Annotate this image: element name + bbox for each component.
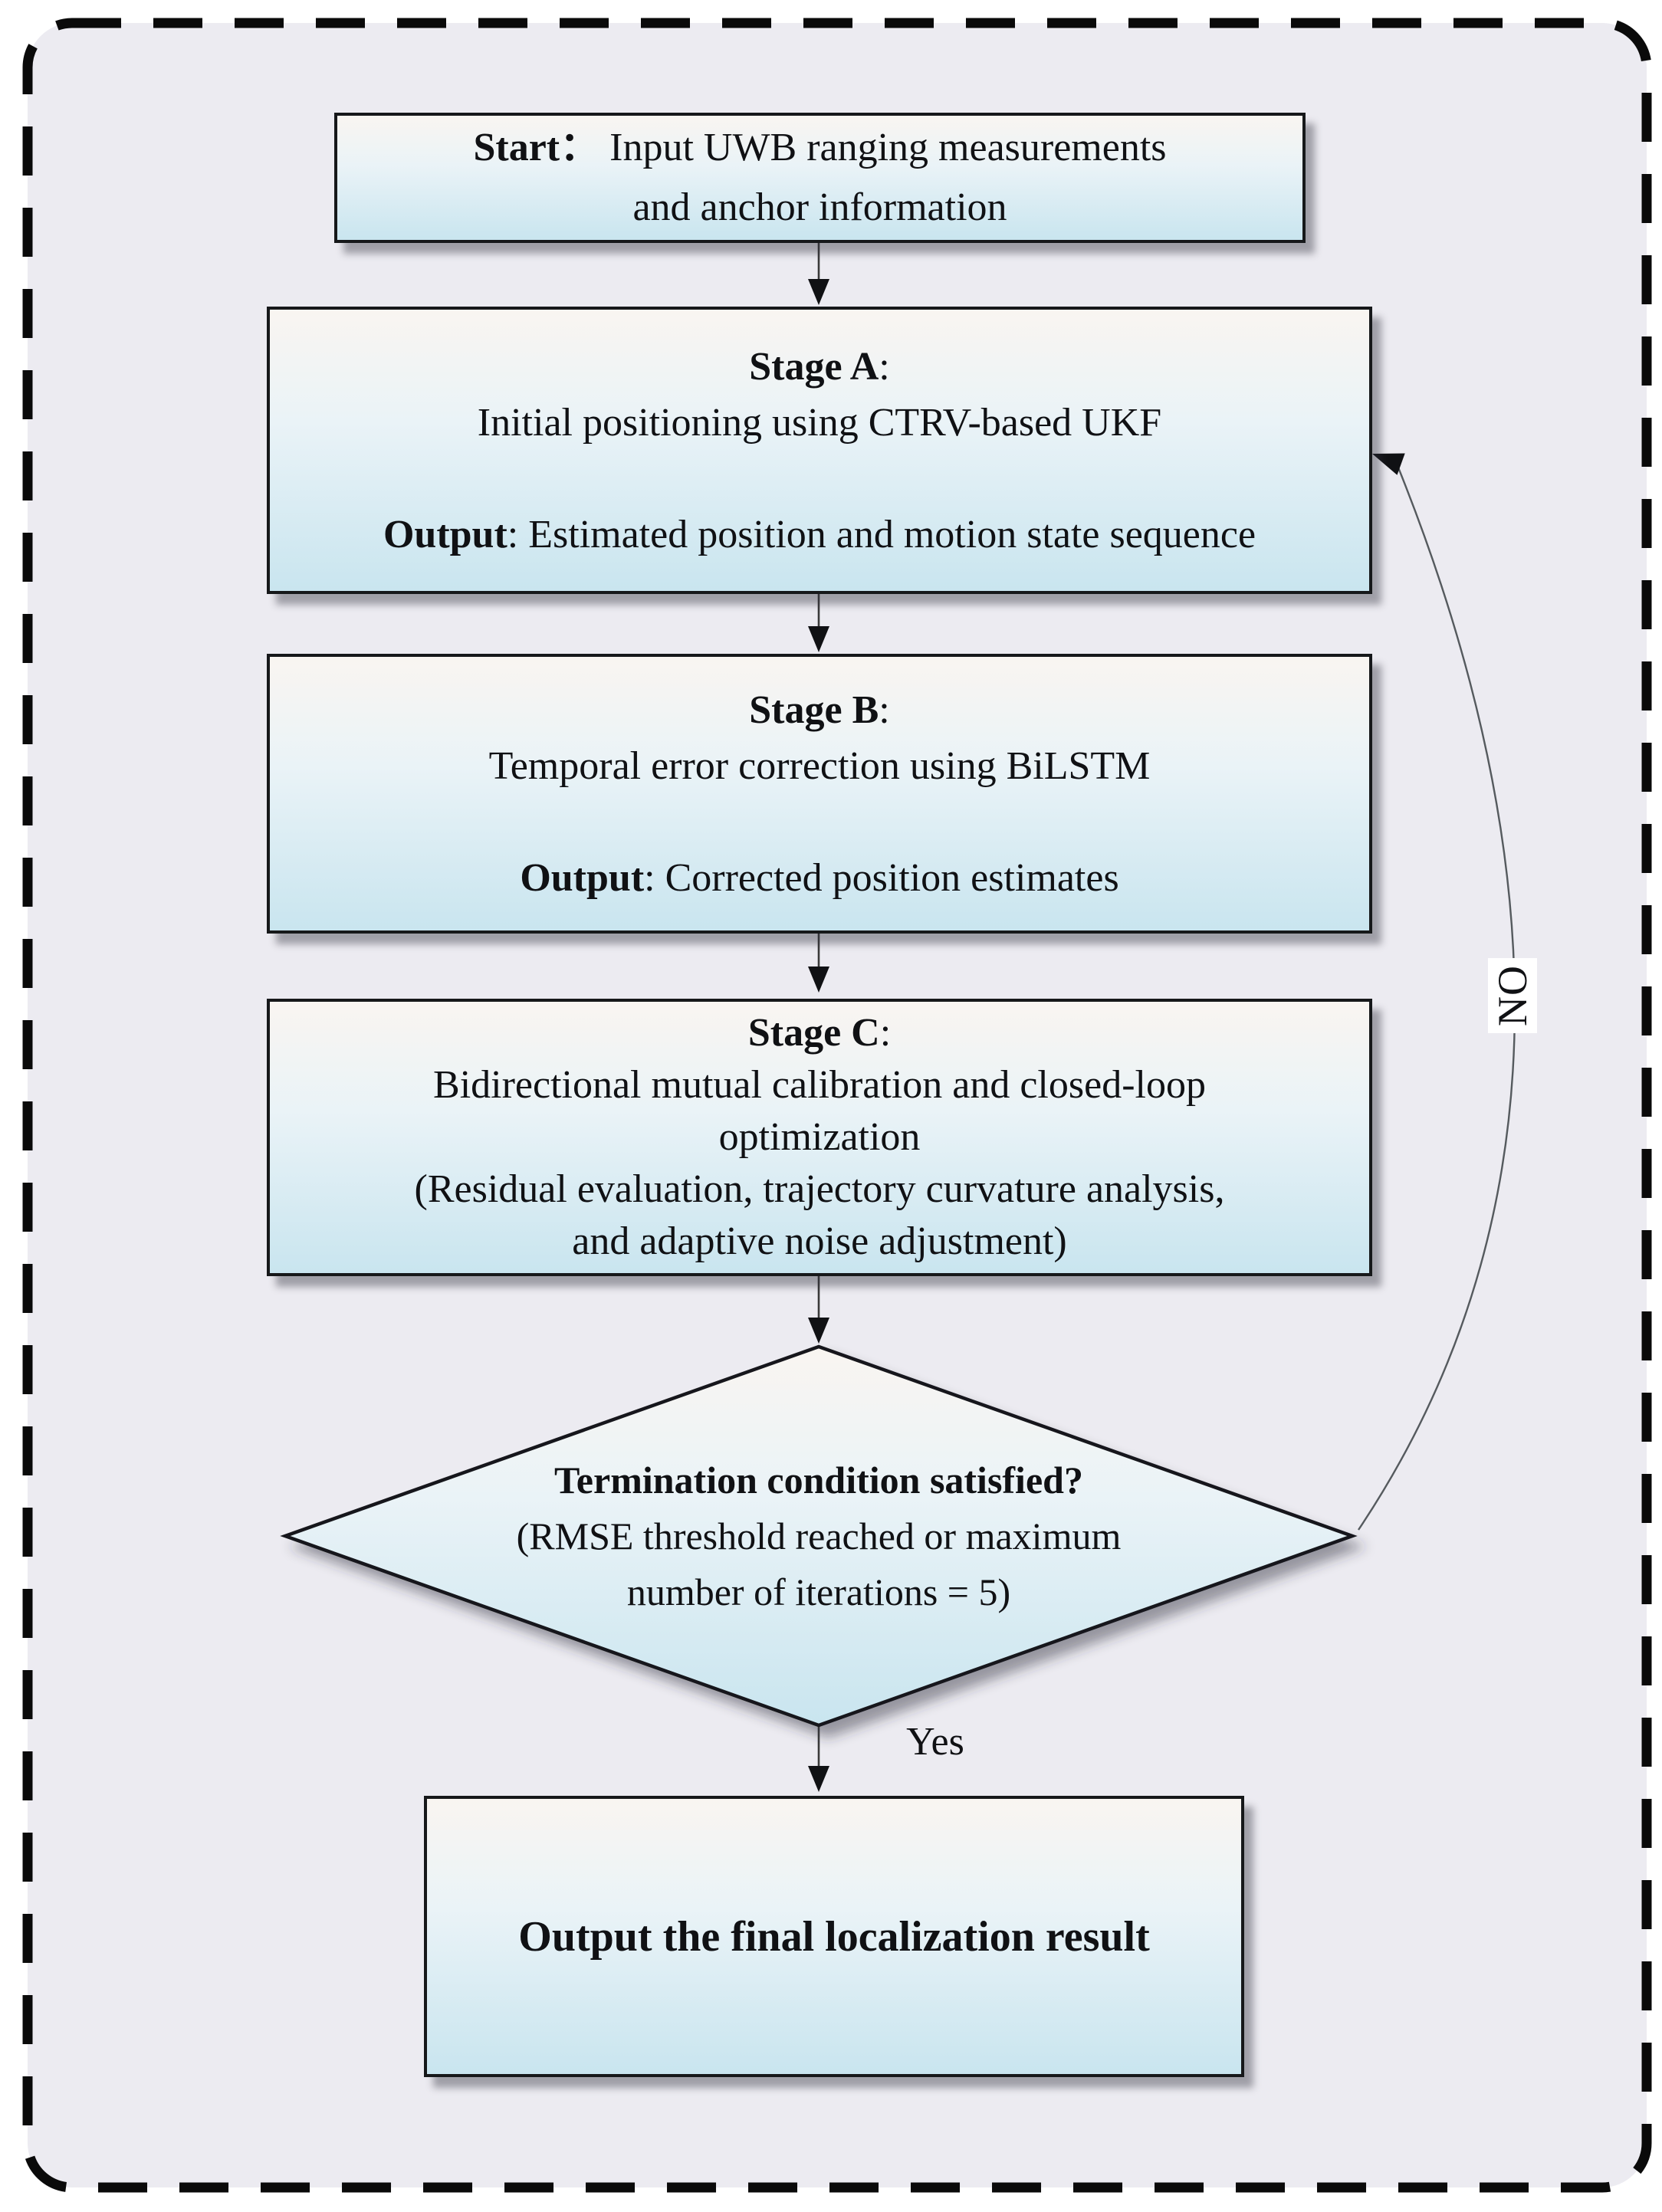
no-feedback-arrowhead-icon bbox=[1372, 453, 1405, 475]
stage-b-node: Stage B: Temporal error correction using… bbox=[267, 654, 1372, 934]
stage-a-desc: Initial positioning using CTRV-based UKF bbox=[477, 400, 1162, 445]
arrowhead-a-to-b-icon bbox=[808, 626, 829, 652]
decision-line-3: number of iterations = 5) bbox=[626, 1570, 1011, 1613]
no-feedback-curve bbox=[1358, 467, 1516, 1531]
yes-edge-label: Yes bbox=[906, 1720, 964, 1764]
decision-diamond bbox=[280, 1344, 1358, 1728]
stage-c-title-colon: : bbox=[879, 1011, 892, 1055]
start-label-bold: Start： bbox=[473, 126, 600, 169]
no-edge-label-text: NO bbox=[1490, 965, 1536, 1026]
final-output-label: Output the final localization result bbox=[518, 1912, 1150, 1961]
stage-b-output-bold: Output bbox=[520, 855, 645, 900]
decision-question: Termination condition satisfied? bbox=[554, 1452, 1083, 1508]
start-label-rest: Input UWB ranging measurements bbox=[599, 126, 1167, 169]
stage-c-line-1: Bidirectional mutual calibration and clo… bbox=[433, 1063, 1206, 1107]
stage-a-output-rest: : Estimated position and motion state se… bbox=[507, 512, 1256, 556]
arrowhead-b-to-c-icon bbox=[808, 967, 829, 993]
stage-a-node: Stage A: Initial positioning using CTRV-… bbox=[267, 307, 1372, 594]
stage-b-title-bold: Stage B bbox=[749, 688, 879, 732]
start-node: Start： Input UWB ranging measurements an… bbox=[334, 113, 1306, 243]
final-output-node: Output the final localization result bbox=[424, 1796, 1244, 2077]
stage-a-title: Stage A: bbox=[749, 339, 889, 395]
stage-c-title-bold: Stage C bbox=[747, 1011, 880, 1055]
stage-b-output-rest: : Corrected position estimates bbox=[644, 855, 1119, 900]
stage-a-title-bold: Stage A bbox=[749, 344, 879, 389]
stage-b-title: Stage B: bbox=[749, 682, 889, 738]
arrowhead-decision-to-output-icon bbox=[808, 1766, 829, 1792]
stage-a-output-bold: Output bbox=[383, 512, 507, 556]
stage-c-title: Stage C: bbox=[748, 1007, 891, 1059]
stage-c-line-2: optimization bbox=[718, 1115, 921, 1159]
stage-b-desc: Temporal error correction using BiLSTM bbox=[488, 743, 1151, 788]
decision-line-2: (RMSE threshold reached or maximum bbox=[516, 1514, 1122, 1557]
decision-question-bold: Termination condition satisfied? bbox=[554, 1458, 1083, 1501]
start-line-2: and anchor information bbox=[632, 185, 1007, 229]
arrowhead-c-to-decision-icon bbox=[808, 1318, 829, 1344]
start-line-1: Start： Input UWB ranging measurements bbox=[473, 118, 1166, 178]
stage-c-line-3: (Residual evaluation, trajectory curvatu… bbox=[414, 1167, 1225, 1211]
stage-b-output: Output: Corrected position estimates bbox=[520, 850, 1118, 906]
stage-c-line-4: and adaptive noise adjustment) bbox=[572, 1219, 1067, 1263]
arrowhead-start-to-a-icon bbox=[808, 279, 829, 305]
stage-b-title-colon: : bbox=[879, 688, 890, 732]
no-edge-label: NO bbox=[1488, 958, 1537, 1033]
stage-a-output: Output: Estimated position and motion st… bbox=[383, 507, 1256, 563]
stage-a-title-colon: : bbox=[879, 344, 890, 389]
stage-c-node: Stage C: Bidirectional mutual calibratio… bbox=[267, 999, 1372, 1276]
decision-node-text: Termination condition satisfied? (RMSE t… bbox=[366, 1427, 1271, 1645]
